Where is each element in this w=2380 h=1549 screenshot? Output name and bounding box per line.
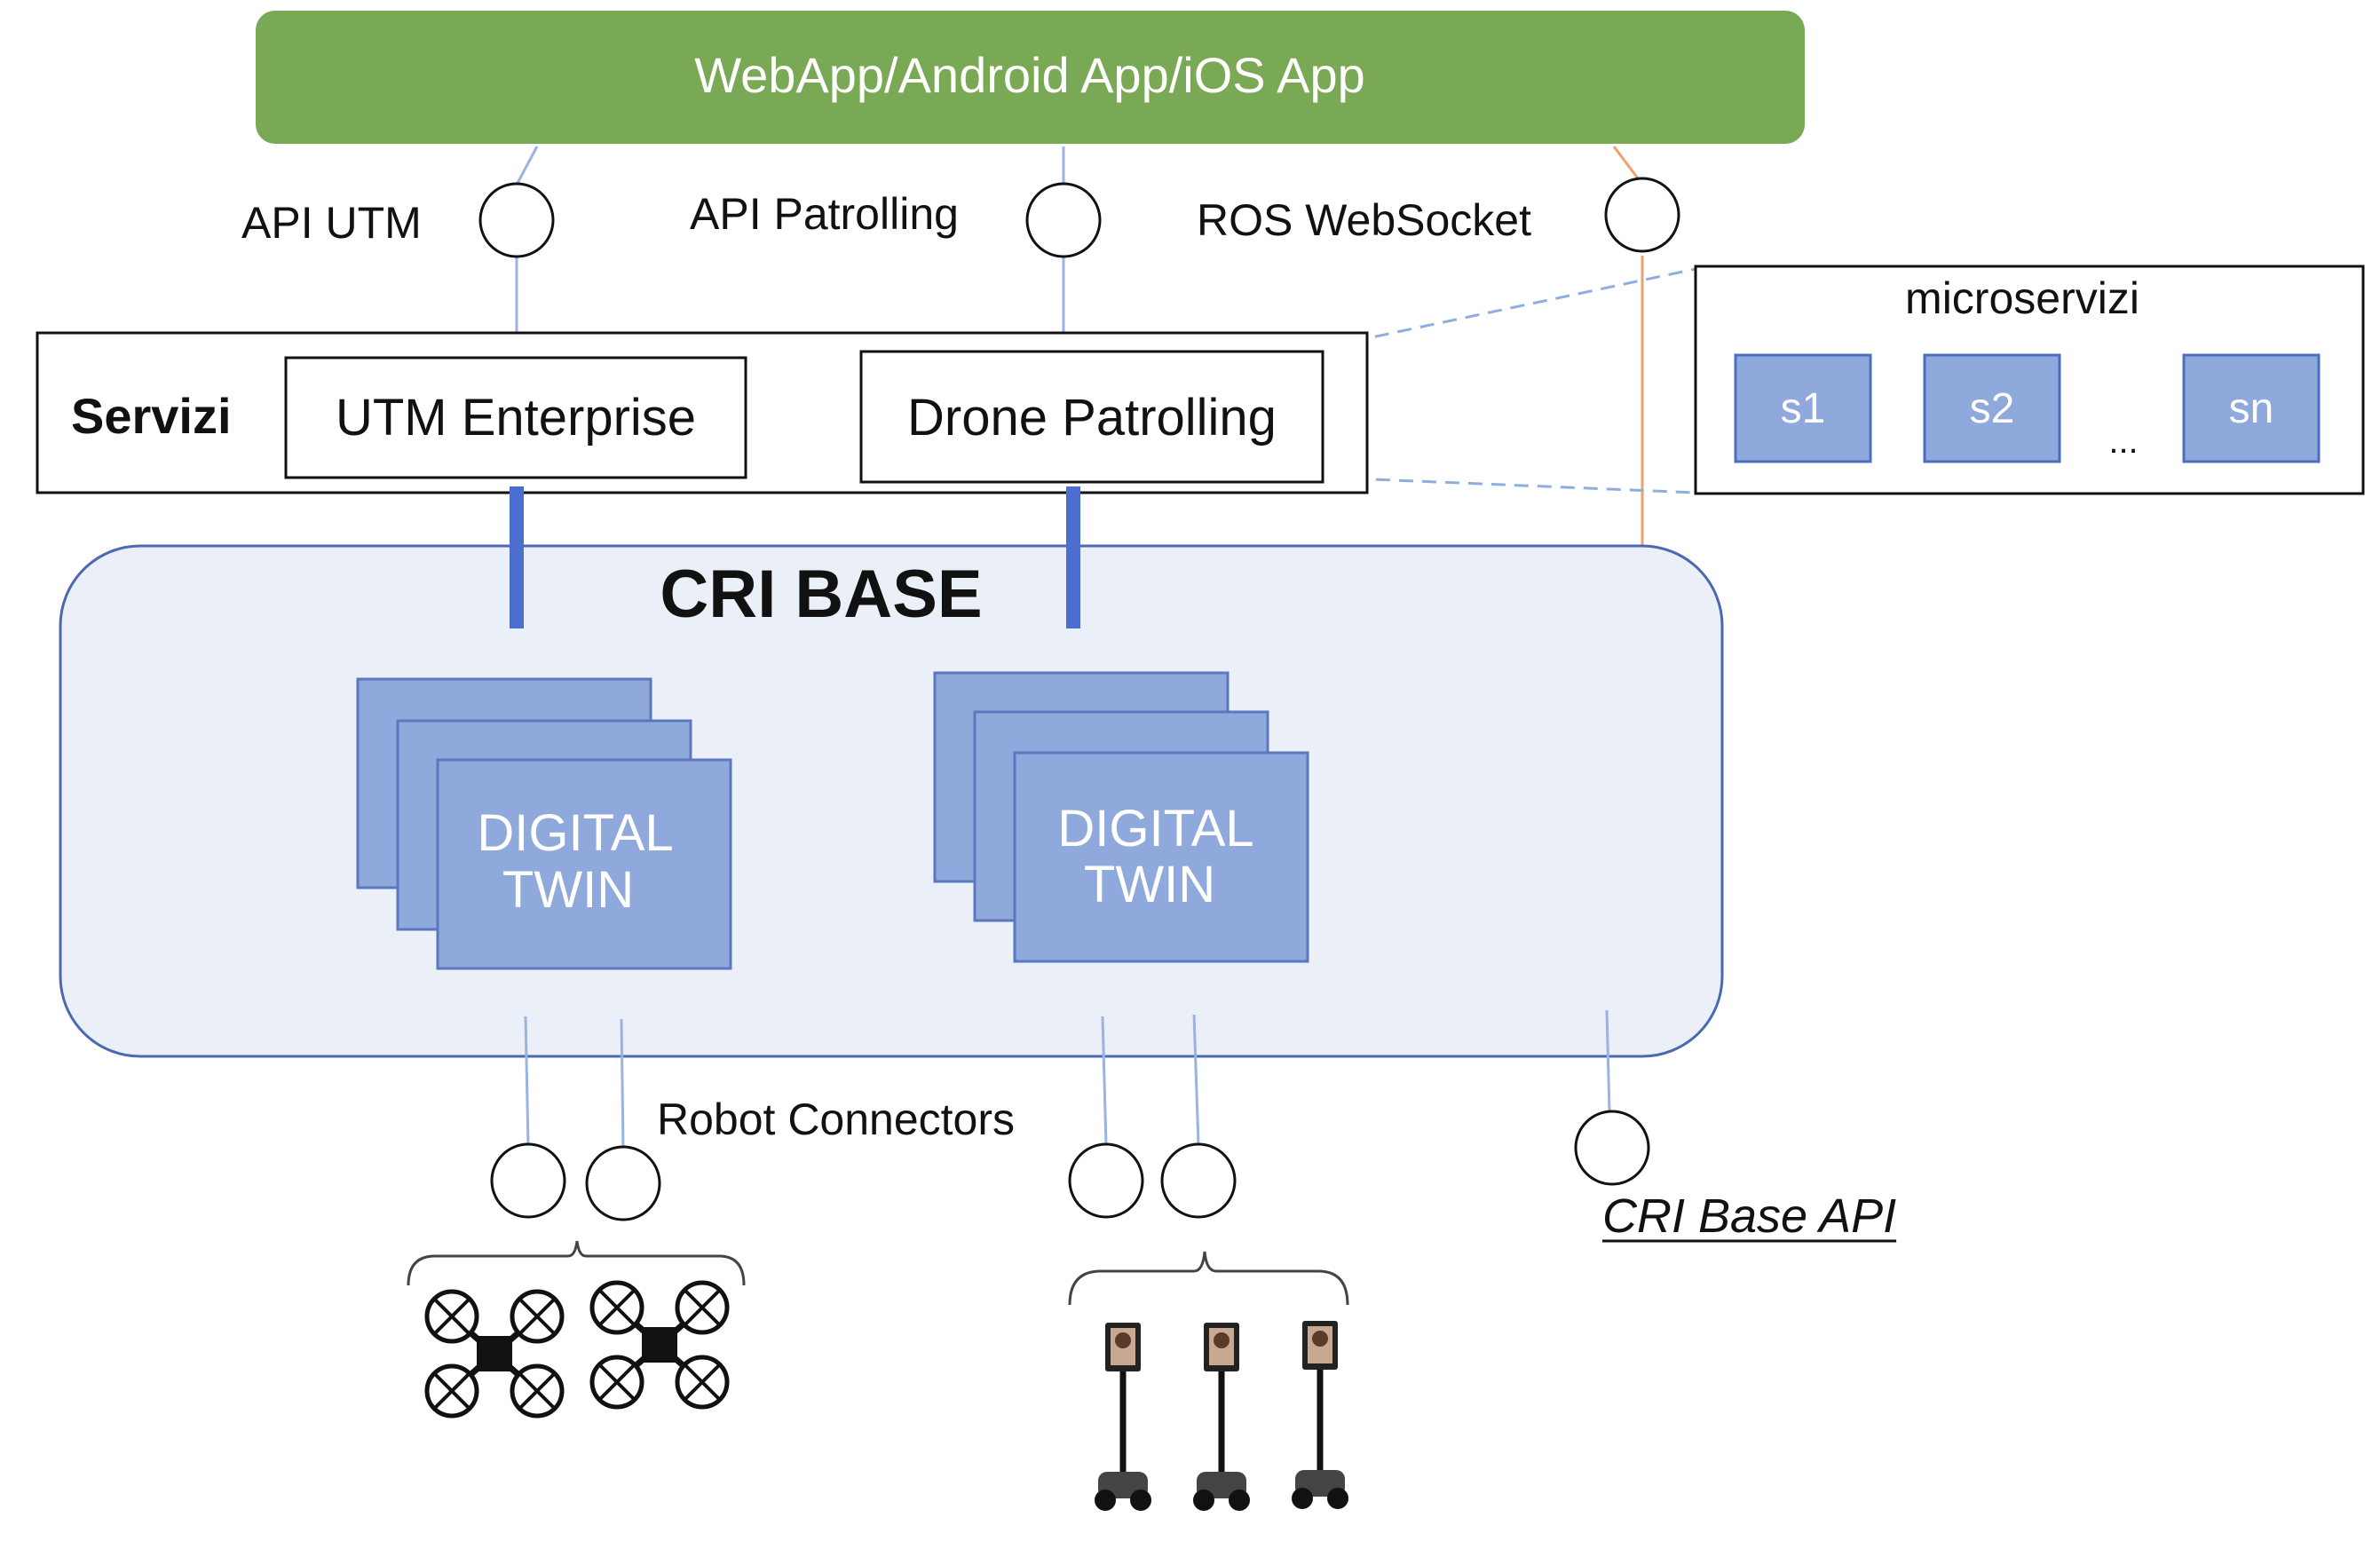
microservice-s2-label: s2 [1970, 385, 2015, 432]
digital-twin-stack-1: DIGITAL TWIN [356, 677, 732, 970]
drone-patrolling-box [859, 350, 1324, 484]
microservice-sn-label: sn [2229, 385, 2274, 432]
drone-icon [589, 1280, 730, 1410]
microservice-ellipsis: ... [2108, 422, 2138, 461]
utm-enterprise-box [284, 356, 747, 479]
robot-connector-circle-1 [490, 1142, 566, 1219]
telepresence-robot-icon [1292, 1321, 1348, 1509]
servizi-label: Servizi [71, 388, 232, 444]
robots-brace [1068, 1251, 1349, 1306]
app-bar-label: WebApp/Android App/iOS App [694, 47, 1364, 103]
drone-to-cri-connector [1066, 486, 1080, 628]
api-utm-interface-circle [478, 182, 555, 258]
ros-websocket-interface-circle [1604, 177, 1680, 253]
cri-base-api-circle [1574, 1110, 1650, 1186]
robot-connectors-label: Robot Connectors [657, 1095, 1015, 1144]
api-utm-label: API UTM [241, 198, 422, 248]
digital-twin-1-line2: TWIN [502, 861, 634, 919]
ros-websocket-label: ROS WebSocket [1197, 195, 1531, 245]
microservice-s1 [1734, 353, 1872, 463]
digital-twin-1-line1: DIGITAL [477, 804, 673, 862]
robot-connector-circle-4 [1160, 1142, 1237, 1219]
connector-line-3 [1101, 1016, 1108, 1146]
app-bar [256, 11, 1805, 144]
connector-line-2 [620, 1018, 625, 1149]
telepresence-robot-icon [1193, 1323, 1250, 1511]
cri-base-title: CRI BASE [660, 557, 982, 632]
api-patrolling-interface-circle [1025, 182, 1102, 258]
cri-base-api-label: CRI Base API [1602, 1189, 1896, 1243]
telepresence-robot-icon [1095, 1323, 1151, 1511]
digital-twin-stack-2: DIGITAL TWIN [933, 671, 1309, 963]
connector-line-1 [524, 1016, 530, 1146]
line-app-to-api-utm [515, 146, 539, 186]
drone-icon [424, 1289, 565, 1419]
microservice-s2 [1923, 353, 2061, 463]
api-patrolling-label: API Patrolling [690, 189, 959, 239]
zoom-line-top [1329, 267, 1696, 348]
drones-brace [407, 1240, 746, 1286]
connector-line-4 [1192, 1014, 1200, 1146]
microservice-s1-label: s1 [1781, 385, 1826, 432]
cri-base-api-line [1605, 1009, 1611, 1113]
robot-connector-circle-3 [1068, 1142, 1144, 1219]
utm-enterprise-label: UTM Enterprise [336, 389, 696, 447]
microservizi-label: microservizi [1905, 273, 2139, 323]
microservice-sn [2182, 353, 2321, 463]
digital-twin-2-line2: TWIN [1084, 856, 1215, 913]
zoom-line-bottom [1329, 476, 1696, 494]
robot-connector-circle-2 [585, 1145, 661, 1221]
line-app-to-ros [1612, 146, 1642, 183]
digital-twin-2-line1: DIGITAL [1057, 800, 1253, 857]
utm-to-cri-connector [510, 486, 524, 628]
drone-patrolling-label: Drone Patrolling [907, 389, 1277, 447]
